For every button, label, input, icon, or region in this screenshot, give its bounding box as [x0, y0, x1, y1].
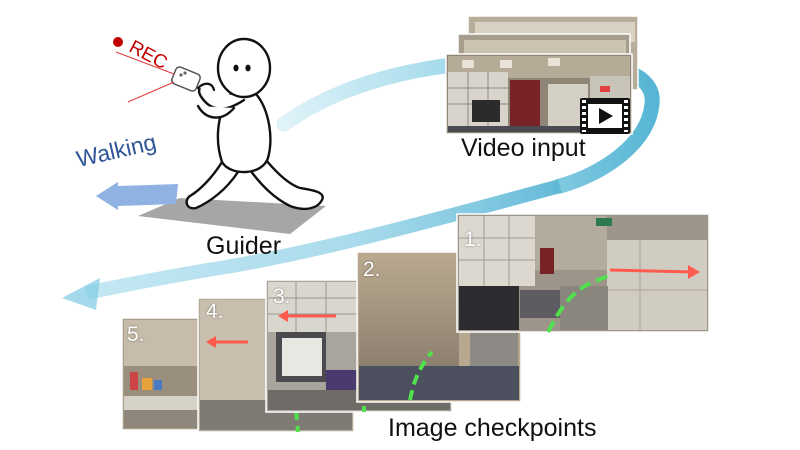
checkpoint-number-4: 4. [206, 300, 224, 323]
image-checkpoints-label: Image checkpoints [388, 414, 597, 442]
checkpoint-number-1: 1. [464, 228, 482, 251]
play-icon [580, 98, 630, 134]
checkpoint-frame-1 [456, 213, 710, 333]
video-input-stack [445, 15, 639, 135]
rec-dot [113, 37, 123, 47]
guider-figure [96, 37, 326, 234]
guider-label: Guider [206, 232, 282, 260]
floor-shadow [138, 198, 326, 234]
checkpoint-number-2: 2. [363, 258, 381, 281]
checkpoint-number-3: 3. [273, 285, 291, 308]
smartphone-icon [171, 66, 201, 92]
flow-arrowhead [62, 278, 100, 310]
checkpoint-number-5: 5. [127, 323, 145, 346]
video-input-label: Video input [461, 134, 586, 162]
